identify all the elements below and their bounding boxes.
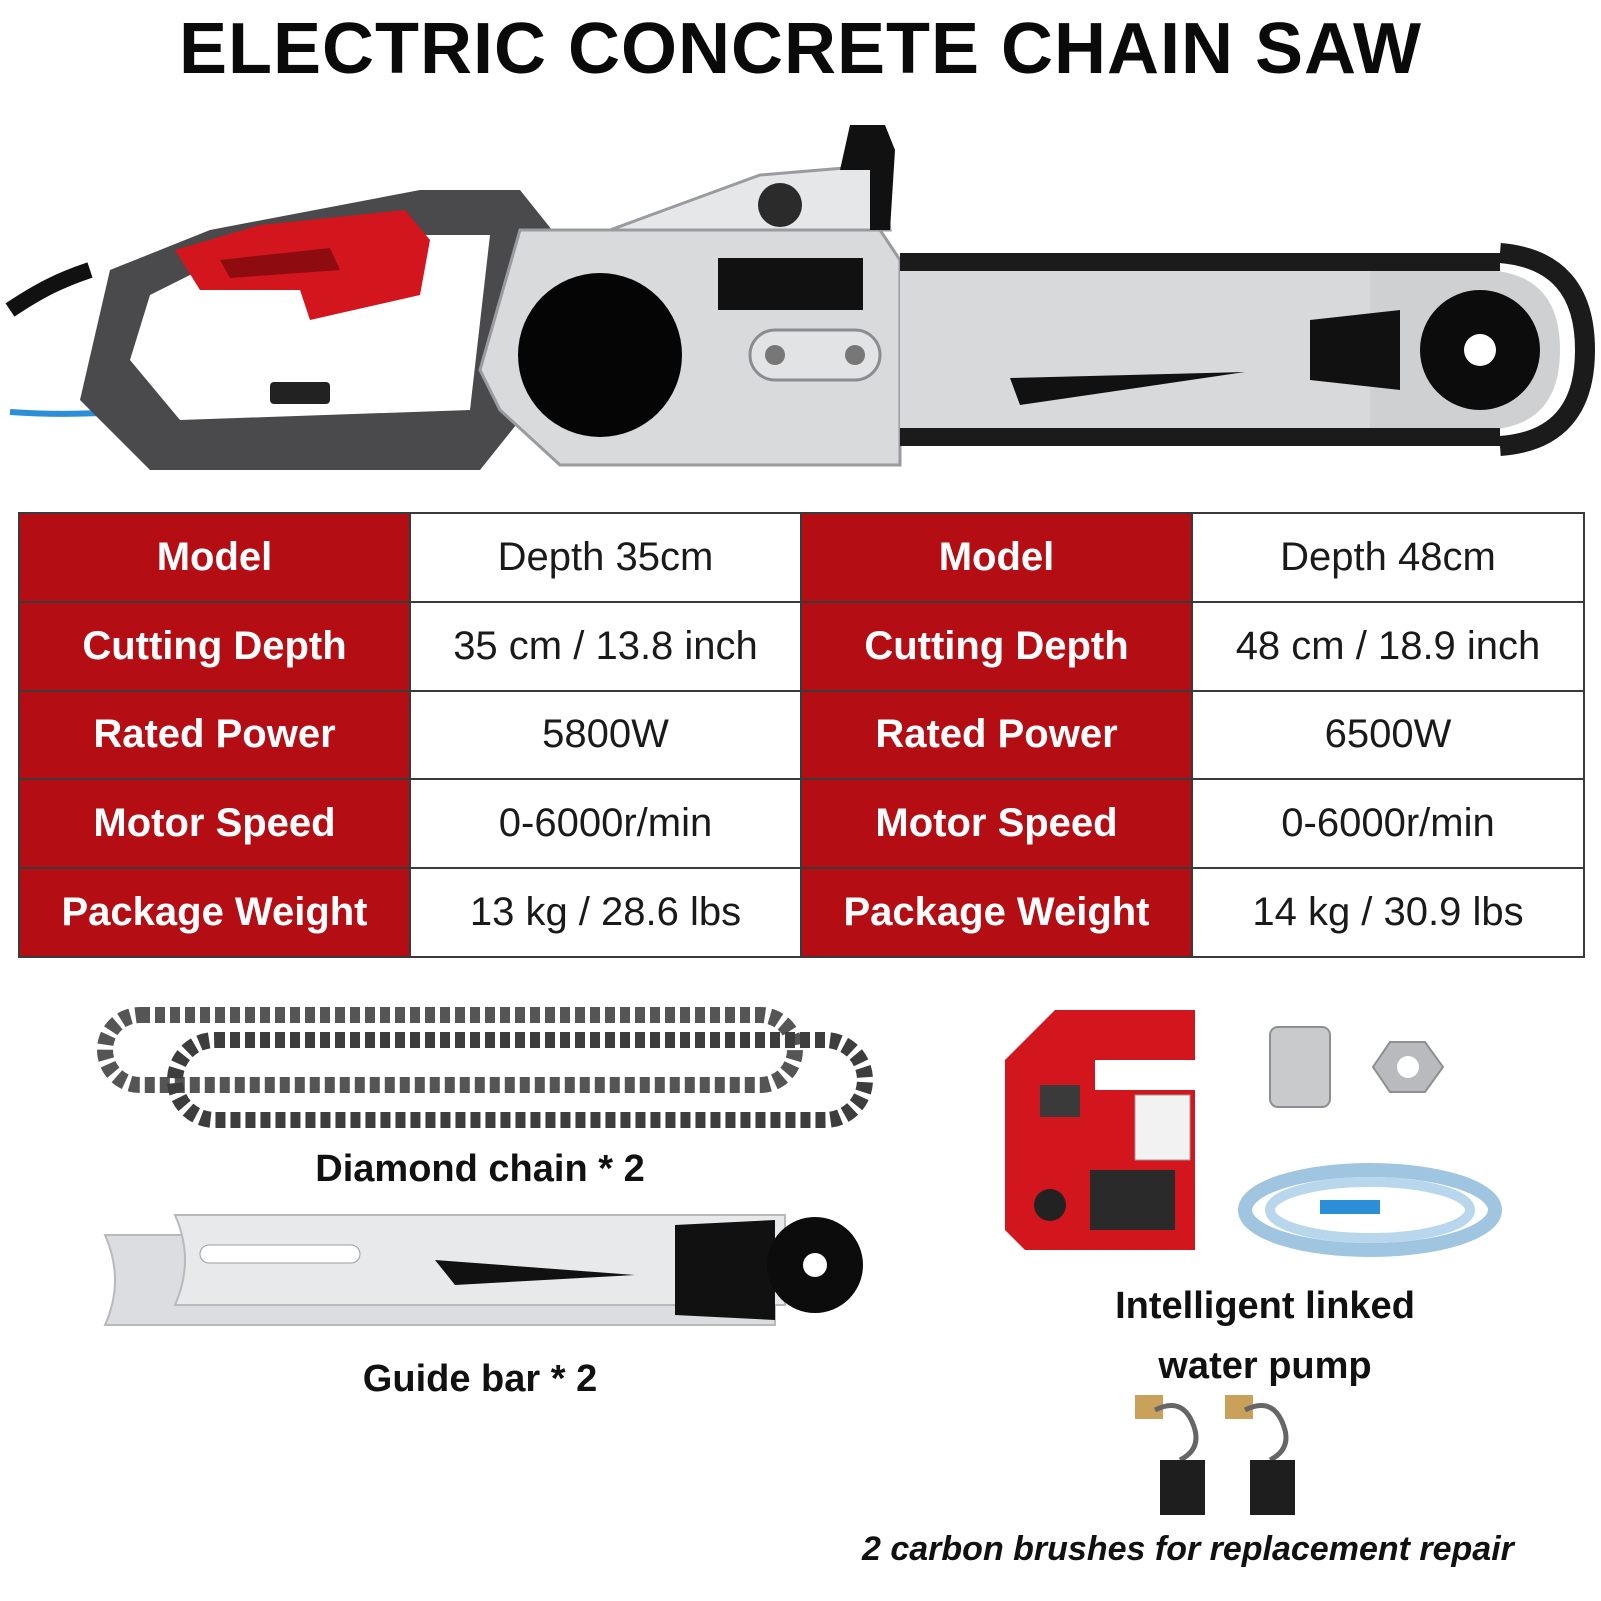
spec-label: Model <box>800 512 1193 603</box>
spec-value: Depth 48cm <box>1191 512 1585 603</box>
spec-value: 13 kg / 28.6 lbs <box>409 867 802 958</box>
table-row: Package Weight 13 kg / 28.6 lbs Package … <box>18 867 1585 958</box>
spec-label: Rated Power <box>18 689 411 781</box>
chainsaw-illustration <box>5 125 1596 470</box>
spec-label: Cutting Depth <box>800 600 1193 692</box>
spec-value: 35 cm / 13.8 inch <box>409 600 802 692</box>
spec-value: 5800W <box>409 689 802 781</box>
hose-image <box>1238 1163 1502 1257</box>
water-pump-caption-line1: Intelligent linked <box>1115 1285 1415 1327</box>
table-row: Motor Speed 0-6000r/min Motor Speed 0-60… <box>18 778 1585 870</box>
table-row: Rated Power 5800W Rated Power 6500W <box>18 689 1585 781</box>
spec-label: Motor Speed <box>800 778 1193 870</box>
spec-label: Cutting Depth <box>18 600 411 692</box>
spec-label: Motor Speed <box>18 778 411 870</box>
water-pump-image <box>1005 1010 1195 1250</box>
spec-label: Package Weight <box>18 867 411 958</box>
spec-value: Depth 35cm <box>409 512 802 603</box>
fitting-image <box>1269 1026 1445 1108</box>
guide-bar-caption: Guide bar * 2 <box>362 1358 598 1400</box>
table-row: Cutting Depth 35 cm / 13.8 inch Cutting … <box>18 600 1585 692</box>
spec-table: Model Depth 35cm Model Depth 48cm Cuttin… <box>18 512 1585 958</box>
spec-value: 6500W <box>1191 689 1585 781</box>
spec-value: 0-6000r/min <box>1191 778 1585 870</box>
spec-value: 48 cm / 18.9 inch <box>1191 600 1585 692</box>
spec-label: Rated Power <box>800 689 1193 781</box>
table-row: Model Depth 35cm Model Depth 48cm <box>18 512 1585 603</box>
page-title: ELECTRIC CONCRETE CHAIN SAW <box>178 9 1423 89</box>
diamond-chain-image <box>97 1007 873 1128</box>
spec-value: 0-6000r/min <box>409 778 802 870</box>
spec-label: Package Weight <box>800 867 1193 958</box>
spec-label: Model <box>18 512 411 603</box>
carbon-brushes-image <box>1135 1395 1295 1515</box>
guide-bar-image <box>103 1214 863 1326</box>
diamond-chain-caption: Diamond chain * 2 <box>315 1148 645 1190</box>
carbon-brushes-caption: 2 carbon brushes for replacement repair <box>862 1530 1514 1568</box>
spec-value: 14 kg / 30.9 lbs <box>1191 867 1585 958</box>
water-pump-caption-line2: water pump <box>1158 1345 1372 1387</box>
